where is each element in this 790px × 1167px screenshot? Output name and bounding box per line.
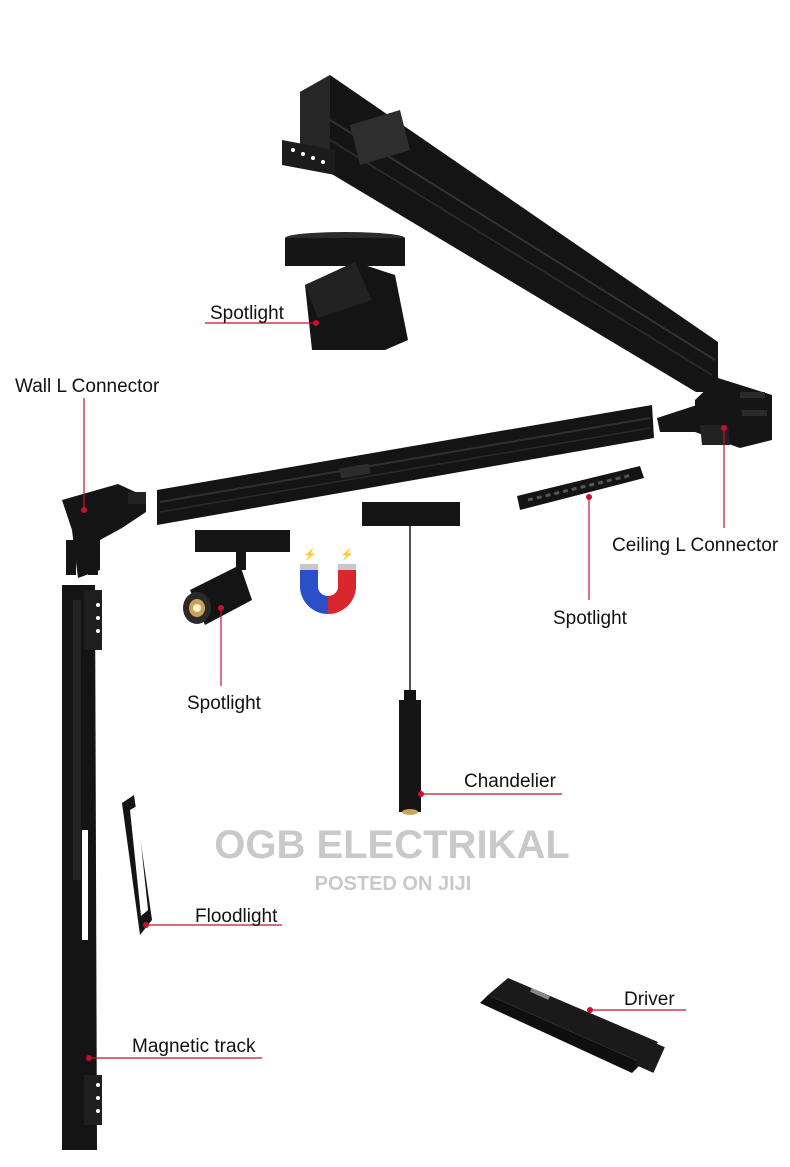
ceiling-l-connector [657,378,772,448]
driver-product [480,978,665,1073]
wall-l-connector [62,484,146,578]
spotlight-left-product [183,530,290,625]
label-wall-l-connector: Wall L Connector [15,376,160,397]
leader-spotlight-top [205,320,319,326]
leader-spotlight-left [218,605,224,686]
magnetic-track [62,585,102,1150]
leader-wall-l-connector [81,398,87,513]
label-spotlight-top: Spotlight [210,303,285,324]
spotlight-right-product [517,466,644,510]
spotlight-top-product [285,232,408,350]
watermark-posted: POSTED ON JIJI [315,873,472,895]
chandelier-product [362,502,460,815]
leader-spotlight-right [586,494,592,600]
label-driver: Driver [624,989,675,1010]
label-chandelier: Chandelier [464,771,557,792]
leader-chandelier [418,791,562,797]
label-spotlight-left: Spotlight [187,693,262,714]
leader-driver [587,1007,686,1013]
svg-text:⚡: ⚡ [303,548,317,561]
watermark-brand: OGB ELECTRIKAL [214,823,570,867]
floodlight-product [122,795,152,935]
ceiling-track [282,75,718,392]
svg-text:⚡: ⚡ [340,548,354,561]
label-ceiling-l-connector: Ceiling L Connector [612,535,779,556]
label-magnetic-track: Magnetic track [132,1036,256,1057]
leader-magnetic-track [86,1055,262,1061]
leader-floodlight [143,922,282,928]
horizontal-track [157,405,654,525]
leader-ceiling-l-connector [721,425,727,528]
label-spotlight-right: Spotlight [553,608,628,629]
magnet-icon: ⚡ ⚡ [300,548,356,615]
label-floodlight: Floodlight [195,906,278,927]
